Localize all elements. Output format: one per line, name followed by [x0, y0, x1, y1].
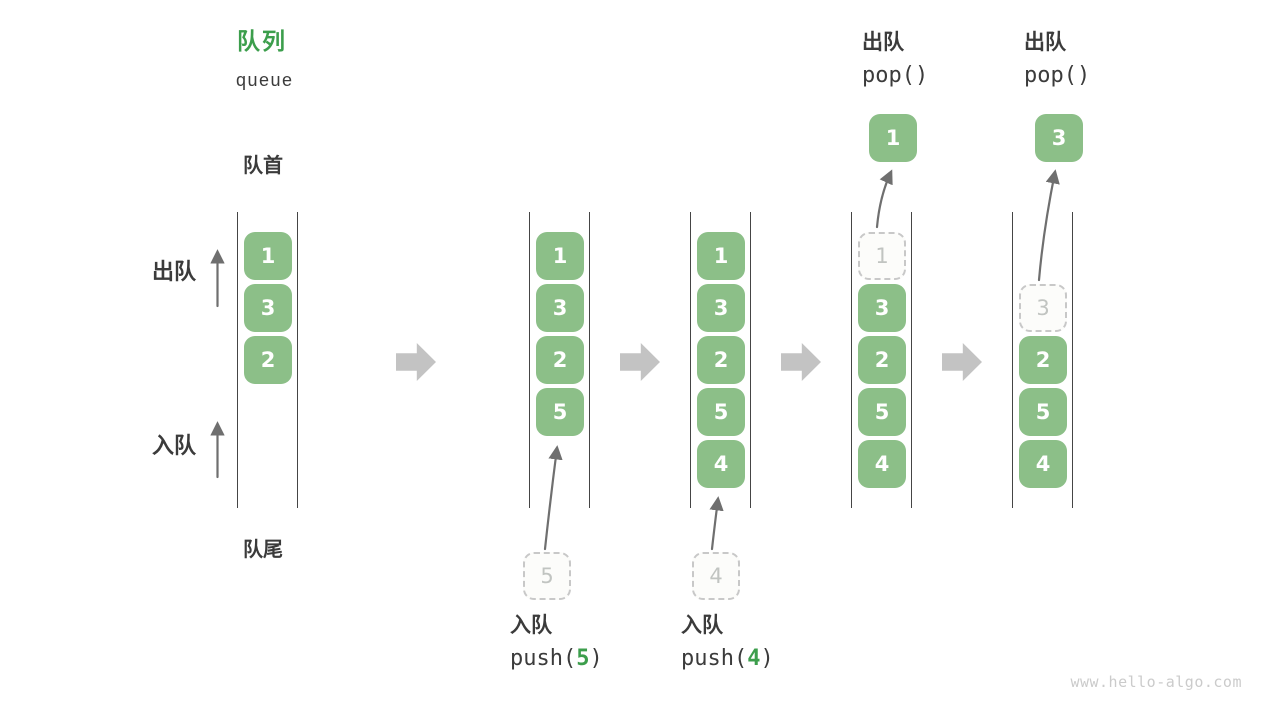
pop-label-zh: 出队: [862, 31, 904, 54]
queue-box-dashed: 3: [1019, 284, 1067, 332]
state-transition-arrow-icon: [781, 343, 821, 381]
push-operation-caption: 入队 push(5): [510, 614, 603, 671]
diagram-title-en: queue: [236, 70, 294, 90]
queue-box: 2: [536, 336, 584, 384]
queue-box: 2: [697, 336, 745, 384]
queue-container-state-after-push-5: [529, 212, 590, 508]
pop-operation-caption: 出队 pop(): [862, 31, 928, 88]
push-code: push(5): [510, 646, 603, 672]
code-arg: 5: [576, 646, 590, 672]
queue-box: 3: [244, 284, 292, 332]
state-transition-arrow-icon: [942, 343, 982, 381]
pending-enqueue-box: 4: [692, 552, 740, 600]
queue-box: 1: [244, 232, 292, 280]
code-text: ): [760, 646, 774, 672]
pending-enqueue-box: 5: [523, 552, 571, 600]
queue-box: 3: [697, 284, 745, 332]
queue-box: 1: [697, 232, 745, 280]
push-label-zh: 入队: [510, 614, 552, 637]
pop-code: pop(): [862, 63, 929, 89]
pop-operation-caption: 出队 pop(): [1024, 31, 1090, 88]
queue-box: 4: [697, 440, 745, 488]
queue-box: 5: [858, 388, 906, 436]
code-text: push(: [681, 646, 748, 672]
queue-box: 5: [697, 388, 745, 436]
queue-box: 5: [536, 388, 584, 436]
queue-box-dashed: 1: [858, 232, 906, 280]
queue-container-state-after-pop-3: [1012, 212, 1073, 508]
pop-label-zh: 出队: [1024, 31, 1066, 54]
popped-element-box: 3: [1035, 114, 1083, 162]
queue-box: 3: [858, 284, 906, 332]
queue-box: 3: [536, 284, 584, 332]
push-code: push(4): [681, 646, 774, 672]
watermark: www.hello-algo.com: [1070, 673, 1242, 691]
queue-container-state-after-pop-1: [851, 212, 912, 508]
queue-container-state-initial: [237, 212, 298, 508]
code-arg: 4: [747, 646, 761, 672]
queue-box: 4: [1019, 440, 1067, 488]
state-transition-arrow-icon: [620, 343, 660, 381]
queue-box: 4: [858, 440, 906, 488]
queue-box: 2: [1019, 336, 1067, 384]
enqueue-side-label: 入队: [152, 433, 197, 458]
push-operation-caption: 入队 push(4): [681, 614, 774, 671]
queue-rear-label: 队尾: [243, 539, 283, 561]
state-transition-arrow-icon: [396, 343, 436, 381]
queue-box: 5: [1019, 388, 1067, 436]
code-text: push(: [510, 646, 577, 672]
diagram-title-zh: 队列: [237, 28, 287, 54]
queue-front-label: 队首: [243, 155, 283, 177]
pop-code: pop(): [1024, 63, 1091, 89]
queue-box: 2: [244, 336, 292, 384]
queue-box: 2: [858, 336, 906, 384]
queue-box: 1: [536, 232, 584, 280]
queue-container-state-after-push-4: [690, 212, 751, 508]
popped-element-box: 1: [869, 114, 917, 162]
code-text: ): [589, 646, 603, 672]
dequeue-side-label: 出队: [152, 259, 197, 284]
push-label-zh: 入队: [681, 614, 723, 637]
